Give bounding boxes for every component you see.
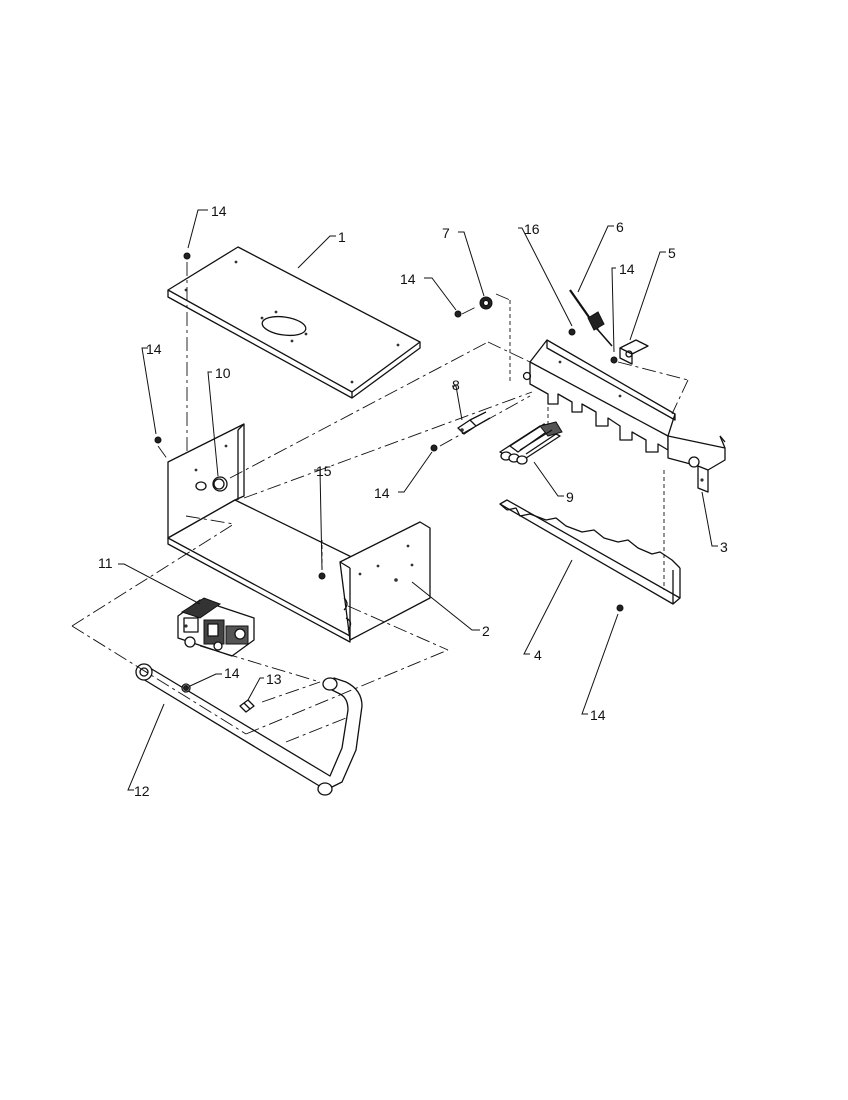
part-11-gas-valve xyxy=(177,597,255,657)
part-3-burner-bracket xyxy=(522,339,726,493)
callout-6: 6 xyxy=(616,219,624,235)
leader-lines xyxy=(118,209,718,791)
part-8-orifice xyxy=(457,411,491,435)
callout-14-near-6: 14 xyxy=(619,261,635,277)
callout-5: 5 xyxy=(668,245,676,261)
callout-11: 11 xyxy=(98,555,113,571)
callout-2: 2 xyxy=(482,623,490,639)
part-16-screw xyxy=(568,328,576,336)
callout-14-top-left: 14 xyxy=(211,203,227,219)
callout-3: 3 xyxy=(720,539,728,555)
part-12-manifold-pipe xyxy=(135,663,363,796)
callout-16: 16 xyxy=(524,221,540,237)
part-15-screw xyxy=(318,572,326,580)
callout-10: 10 xyxy=(215,365,231,381)
callout-13: 13 xyxy=(266,671,282,687)
callout-14-middle: 14 xyxy=(374,485,390,501)
part-13-fitting xyxy=(239,699,255,713)
callout-8: 8 xyxy=(452,377,460,393)
callout-15: 15 xyxy=(316,463,332,479)
callout-14-left: 14 xyxy=(146,341,162,357)
callout-labels: 14 1 14 10 7 14 16 6 14 5 8 14 9 15 3 2 … xyxy=(98,203,728,799)
callout-1: 1 xyxy=(338,229,346,245)
part-5-small-bracket xyxy=(619,339,649,365)
callout-7: 7 xyxy=(442,225,450,241)
part-2-burner-box xyxy=(167,423,431,643)
part-4-lower-rail xyxy=(499,499,681,605)
callout-4: 4 xyxy=(534,647,542,663)
part-1-top-cover xyxy=(167,246,421,399)
callout-14-near-pipe: 14 xyxy=(224,665,240,681)
part-9-burner-venturi xyxy=(499,421,563,465)
callout-14-bottom-right: 14 xyxy=(590,707,606,723)
part-6-spark-igniter xyxy=(569,289,613,347)
part-10-pilot-fitting xyxy=(213,478,225,490)
callout-12: 12 xyxy=(134,783,150,799)
callout-14-near-7: 14 xyxy=(400,271,416,287)
callout-9: 9 xyxy=(566,489,574,505)
part-14-screws xyxy=(154,252,624,691)
part-7-grommet xyxy=(479,296,493,310)
